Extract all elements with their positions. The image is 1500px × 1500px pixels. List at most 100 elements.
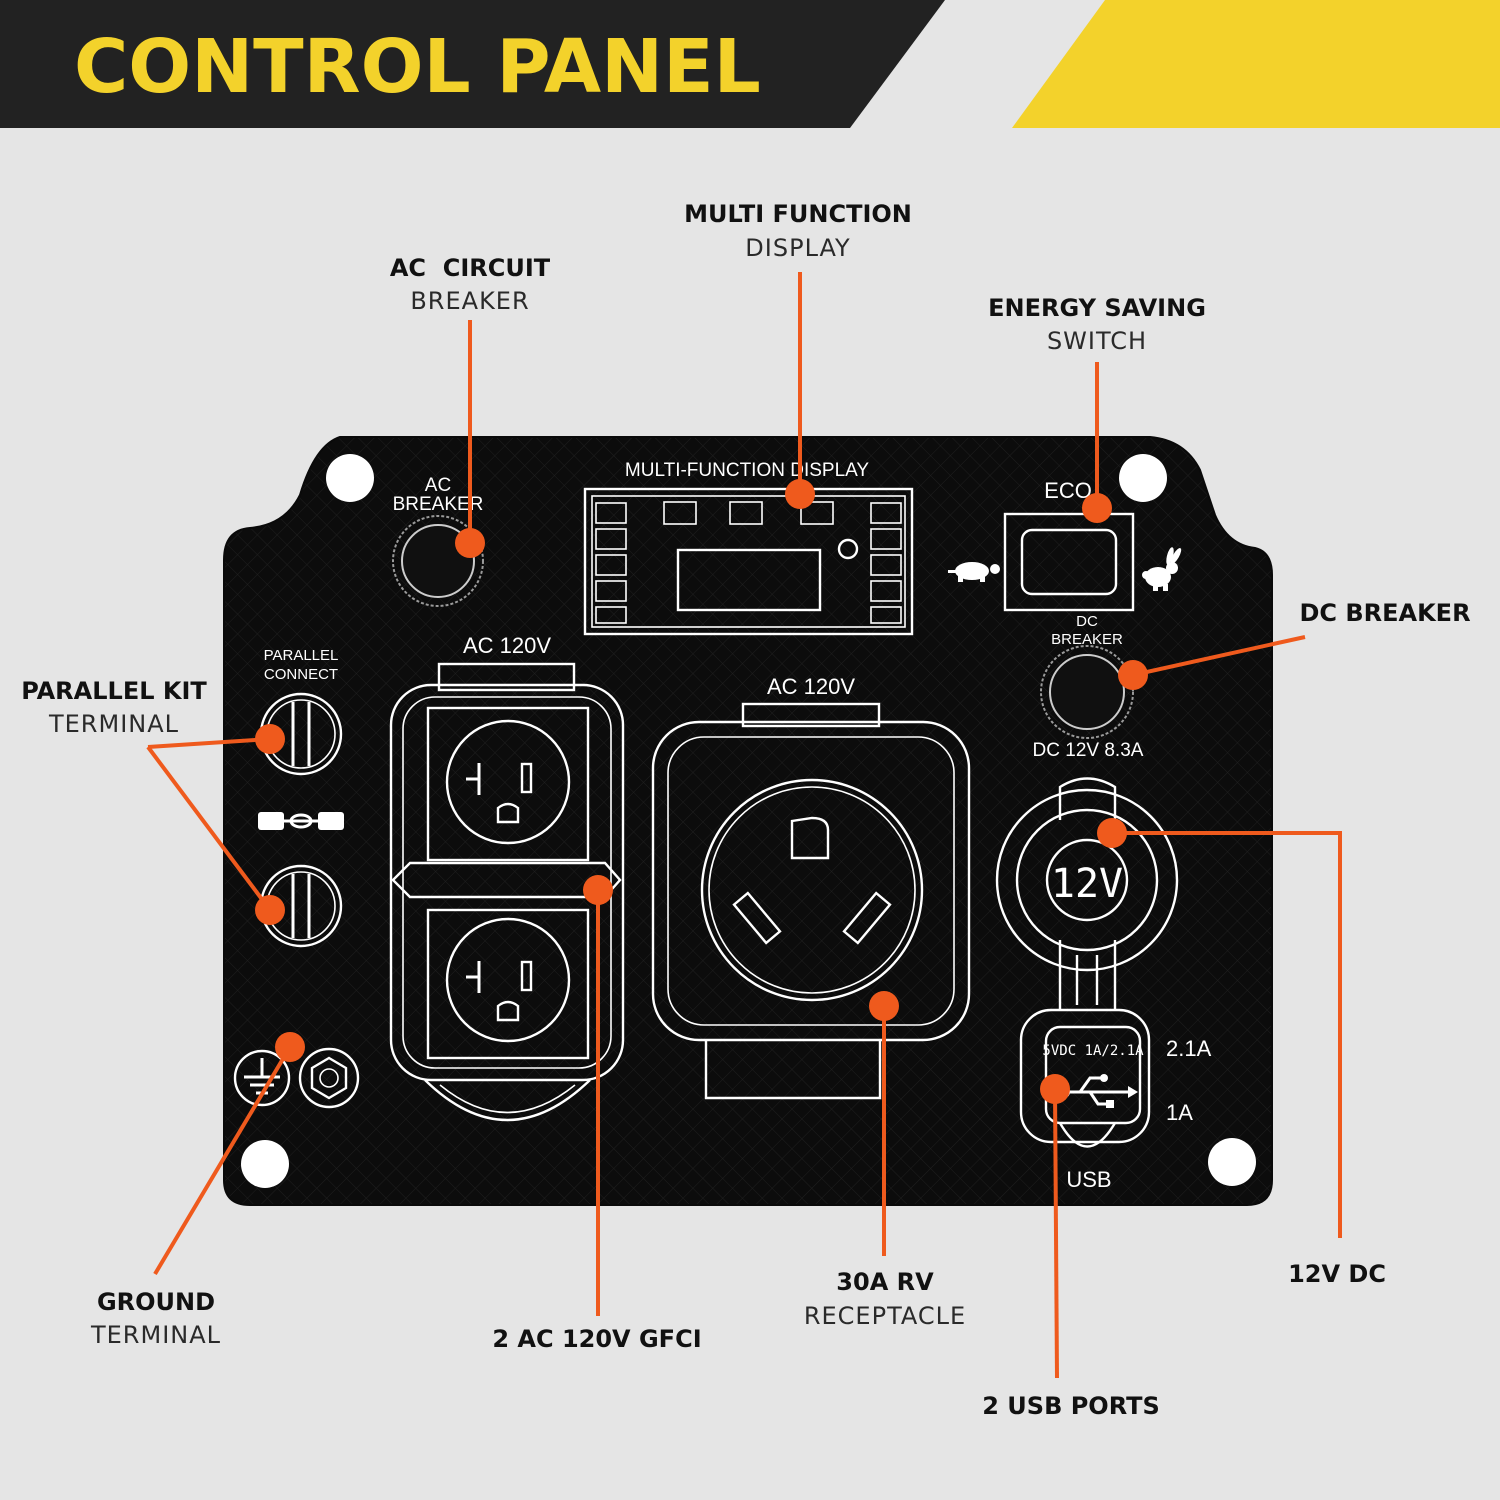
mount-hole-tr	[1119, 454, 1167, 502]
callout-gfci: 2 AC 120V GFCI	[492, 1325, 701, 1353]
rv-cover	[651, 720, 971, 1042]
leader-parallel-bottom	[146, 745, 272, 912]
parallel-label-1: PARALLEL	[264, 647, 339, 664]
callout-display-light: DISPLAY	[745, 234, 850, 262]
rv-label: AC 120V	[767, 674, 855, 699]
callout-rv-bold: 30A RV	[836, 1268, 934, 1296]
ac-breaker-label-2: BREAKER	[393, 494, 484, 515]
ac-breaker-label-1: AC	[425, 475, 451, 496]
dot-ground	[275, 1032, 305, 1062]
dot-12v	[1097, 818, 1127, 848]
callout-labels: AC CIRCUIT BREAKER MULTI FUNCTION DISPLA…	[21, 200, 1470, 1420]
usb-cover	[1019, 1008, 1151, 1144]
usb-rating: 5VDC 1A/2.1A	[1042, 1043, 1144, 1059]
outlet-upper[interactable]	[445, 719, 571, 845]
socket-12v[interactable]: 12V	[995, 777, 1179, 1011]
callout-ground-light: TERMINAL	[90, 1321, 221, 1349]
dc-rating: DC 12V 8.3A	[1033, 740, 1144, 761]
leader-12v	[1112, 831, 1342, 1238]
callout-12v: 12V DC	[1288, 1260, 1386, 1288]
usb-rating-1a: 1A	[1166, 1100, 1193, 1125]
gfci-upper-frame	[426, 706, 590, 862]
dot-gfci	[583, 875, 613, 905]
display-button[interactable]	[837, 538, 859, 560]
dot-eco	[1082, 493, 1112, 523]
dot-rv	[869, 991, 899, 1021]
leader-dc-breaker	[1132, 635, 1306, 677]
display-right-leds	[870, 502, 902, 624]
rv-socket[interactable]	[700, 778, 924, 1002]
parallel-link-icon	[258, 812, 344, 830]
display-indicator-1	[663, 501, 697, 525]
dot-dc-breaker	[1118, 660, 1148, 690]
header-yellow-band	[1012, 0, 1500, 128]
page-title: CONTROL PANEL	[74, 24, 761, 110]
usb-symbol-icon	[1058, 1074, 1138, 1108]
multi-function-display: MULTI-FUNCTION DISPLAY	[583, 460, 914, 636]
gfci-top-tab	[437, 662, 576, 692]
dot-ac-breaker	[455, 528, 485, 558]
header: CONTROL PANEL	[0, 0, 1500, 128]
dc-breaker[interactable]: DC BREAKER DC 12V 8.3A	[1033, 613, 1144, 761]
callout-display-bold: MULTI FUNCTION	[684, 200, 912, 228]
callout-ac-breaker-bold: AC CIRCUIT	[390, 254, 551, 282]
dc-breaker-label-2: BREAKER	[1051, 631, 1123, 648]
gfci-label: AC 120V	[463, 633, 551, 658]
rv-receptacle: AC 120V	[651, 674, 971, 1100]
display-indicator-3	[800, 501, 834, 525]
eco-switch[interactable]: ECO	[948, 478, 1183, 612]
leader-ground	[153, 1045, 292, 1276]
callout-ground-bold: GROUND	[97, 1288, 215, 1316]
leader-lines	[146, 272, 1342, 1379]
display-frame	[583, 487, 914, 636]
callout-eco-light: SWITCH	[1047, 327, 1147, 355]
socket-12v-cap-hinge	[1058, 777, 1117, 820]
callout-ac-breaker-light: BREAKER	[410, 287, 529, 315]
dot-parallel-top	[255, 724, 285, 754]
rabbit-icon	[1142, 547, 1182, 591]
gfci-bottom-latch	[424, 1079, 591, 1122]
usb-frame	[1044, 1025, 1142, 1125]
socket-12v-label: 12V	[1051, 861, 1123, 907]
display-screen	[676, 548, 822, 612]
leader-parallel-top	[147, 737, 271, 749]
panel-body	[223, 436, 1273, 1206]
ground-terminal[interactable]	[233, 1047, 360, 1109]
dc-breaker-label-1: DC	[1076, 613, 1098, 630]
gfci-cover	[389, 683, 625, 1082]
outlet-lower[interactable]	[445, 917, 571, 1043]
callout-parallel-bold: PARALLEL KIT	[21, 677, 207, 705]
rv-top-tab	[741, 702, 881, 728]
display-indicator-2	[729, 501, 763, 525]
mount-hole-bl	[241, 1140, 289, 1188]
display-inner-frame	[591, 495, 906, 628]
callout-rv-light: RECEPTACLE	[804, 1302, 966, 1330]
display-label: MULTI-FUNCTION DISPLAY	[625, 460, 870, 481]
gfci-divider	[391, 861, 622, 899]
mount-hole-br	[1208, 1138, 1256, 1186]
dot-display	[785, 479, 815, 509]
eco-label: ECO	[1044, 478, 1092, 503]
usb-ports[interactable]: 5VDC 1A/2.1A 2.1A 1A USB	[1019, 1008, 1212, 1192]
parallel-label-2: CONNECT	[264, 666, 338, 683]
callout-eco-bold: ENERGY SAVING	[988, 294, 1206, 322]
callout-usb: 2 USB PORTS	[982, 1392, 1160, 1420]
usb-cover-latch	[1058, 1122, 1117, 1148]
usb-rating-2a: 2.1A	[1166, 1036, 1212, 1061]
callout-parallel-light: TERMINAL	[48, 710, 179, 738]
eco-rocker[interactable]	[1020, 528, 1118, 596]
header-dark-band	[0, 0, 945, 128]
display-left-leds	[595, 502, 627, 624]
gfci-outlets: AC 120V	[389, 633, 625, 1122]
rv-latch	[704, 1040, 882, 1100]
turtle-icon	[948, 562, 1000, 582]
callout-dc-breaker: DC BREAKER	[1299, 599, 1470, 627]
eco-switch-frame	[1003, 512, 1135, 612]
dot-usb	[1040, 1074, 1070, 1104]
mount-hole-tl	[326, 454, 374, 502]
leader-usb	[1053, 1088, 1059, 1379]
usb-label: USB	[1066, 1167, 1111, 1192]
gfci-lower-frame	[426, 908, 590, 1060]
dot-parallel-bottom	[255, 895, 285, 925]
